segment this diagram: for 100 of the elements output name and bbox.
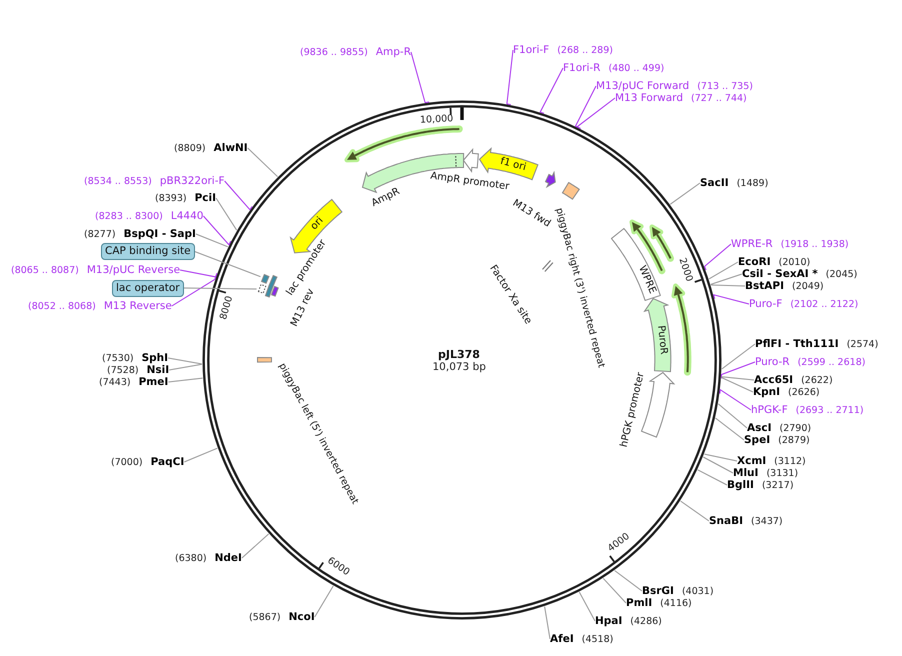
enzyme-name: PmeI: [138, 376, 168, 388]
cut-position: (2626): [788, 386, 820, 398]
enzyme-name: AlwNI: [214, 142, 248, 154]
leader-line: [183, 288, 258, 290]
primer-position: (8534 .. 8553): [84, 176, 152, 186]
primer-position: (8052 .. 8068): [28, 300, 96, 312]
leader-line: [578, 592, 596, 622]
cut-position: (4116): [660, 598, 692, 608]
leader-line: [713, 294, 750, 304]
feature-label: PuroR: [654, 324, 670, 355]
cut-position: (3131): [766, 468, 798, 478]
primer-name: M13 Reverse: [104, 300, 172, 312]
leader-line: [670, 182, 700, 205]
leader-line: [171, 275, 216, 306]
primer-name: F1ori-R: [563, 62, 600, 74]
leader-line: [314, 585, 334, 618]
leader-line: [714, 418, 744, 440]
primer-position: (268 .. 289): [557, 44, 613, 56]
cut-position: (4518): [582, 634, 614, 644]
leader-line: [202, 216, 232, 246]
leader-line: [168, 364, 202, 370]
cut-position: (4031): [682, 586, 714, 596]
enzyme-name: NdeI: [214, 552, 242, 564]
enzyme-name: PflFI - Tth111I: [755, 338, 839, 350]
primer-position: (480 .. 499): [608, 62, 664, 74]
cut-position: (1489): [736, 178, 768, 188]
tick-label: 10,000: [420, 114, 454, 128]
leader-line: [718, 403, 748, 428]
enzyme-name: BstAPI: [745, 280, 784, 292]
enzyme-name: AscI: [747, 422, 772, 434]
leader-line: [247, 148, 278, 178]
primer-name: L4440: [170, 210, 204, 222]
enzyme-name: HpaI: [595, 614, 622, 626]
plasmid-name: pJL378: [438, 348, 480, 360]
primer-position: (2693 .. 2711): [796, 404, 864, 416]
leader-line: [574, 86, 596, 128]
leader-line: [710, 274, 742, 285]
leader-line: [544, 606, 550, 640]
leader-line: [721, 376, 754, 380]
primer-position: (8065 .. 8087): [11, 264, 79, 276]
leader-line: [721, 344, 756, 370]
cut-position: (8277): [84, 228, 116, 240]
enzyme-name: SpeI: [744, 434, 770, 446]
primer-position: (727 .. 744): [690, 92, 747, 104]
leader-line: [506, 50, 514, 106]
leader-line: [168, 378, 204, 382]
primer-name: WPRE-R: [731, 238, 773, 250]
leader-line: [602, 578, 626, 604]
primer-position: (8283 .. 8300): [95, 210, 163, 222]
plasmid-size: 10,073 bp: [432, 361, 486, 373]
leader-line: [702, 456, 734, 474]
cut-position: (6380): [175, 552, 207, 564]
feature-label: ori: [308, 214, 326, 232]
cut-position: (3437): [751, 516, 783, 526]
leader-line: [410, 52, 430, 104]
leader-line: [195, 234, 228, 248]
primer-position: (9836 .. 9855): [300, 46, 368, 58]
cut-position: (3112): [774, 456, 806, 466]
enzyme-name: SphI: [142, 352, 168, 364]
leader-line: [704, 244, 732, 271]
leader-line: [194, 251, 261, 278]
enzyme-name: KpnI: [753, 386, 780, 398]
cut-position: (8809): [174, 142, 206, 154]
primer-name: hPGK-F: [751, 404, 788, 416]
primer-name: Puro-R: [755, 356, 790, 368]
cut-position: (4286): [630, 616, 662, 626]
enzyme-name: BglII: [727, 478, 754, 490]
cut-position: (7000): [111, 456, 143, 468]
leader-line: [241, 533, 270, 558]
leader-line: [216, 198, 238, 231]
leader-line: [708, 262, 738, 280]
enzyme-name: XcmI: [737, 454, 766, 466]
enzyme-name: CsiI - SexAI *: [742, 268, 818, 280]
cut-position: (2622): [801, 374, 833, 386]
leader-line: [720, 377, 754, 392]
enzyme-name: NsiI: [146, 364, 170, 376]
cut-position: (5867): [249, 612, 281, 622]
primer-position: (2599 .. 2618): [798, 356, 866, 368]
primer-name: pBR322ori-F: [160, 174, 225, 186]
cut-position: (2574): [846, 338, 878, 350]
leader-line: [710, 284, 746, 286]
enzyme-name: BsrGI: [642, 584, 674, 596]
cut-position: (2049): [792, 280, 824, 292]
cut-position: (3217): [762, 480, 794, 490]
leader-line: [168, 358, 202, 364]
feature-tag: lac operator: [112, 280, 184, 296]
leader-line: [719, 388, 752, 410]
primer-position: (713 .. 735): [697, 80, 753, 92]
primer-name: M13/pUC Reverse: [86, 264, 180, 276]
leader-line: [614, 570, 642, 592]
primer-position: (1918 .. 1938): [780, 238, 849, 250]
primer-name: Puro-F: [749, 298, 782, 310]
enzyme-name: AfeI: [550, 632, 574, 644]
cut-position: (8393): [155, 192, 187, 204]
cut-position: (2045): [826, 268, 858, 280]
cut-position: (7443): [99, 376, 131, 388]
feature-label: M13 fwd: [510, 198, 552, 230]
cut-position: (7528): [107, 364, 139, 376]
leader-line: [704, 454, 738, 462]
enzyme-name: PciI: [194, 192, 216, 204]
